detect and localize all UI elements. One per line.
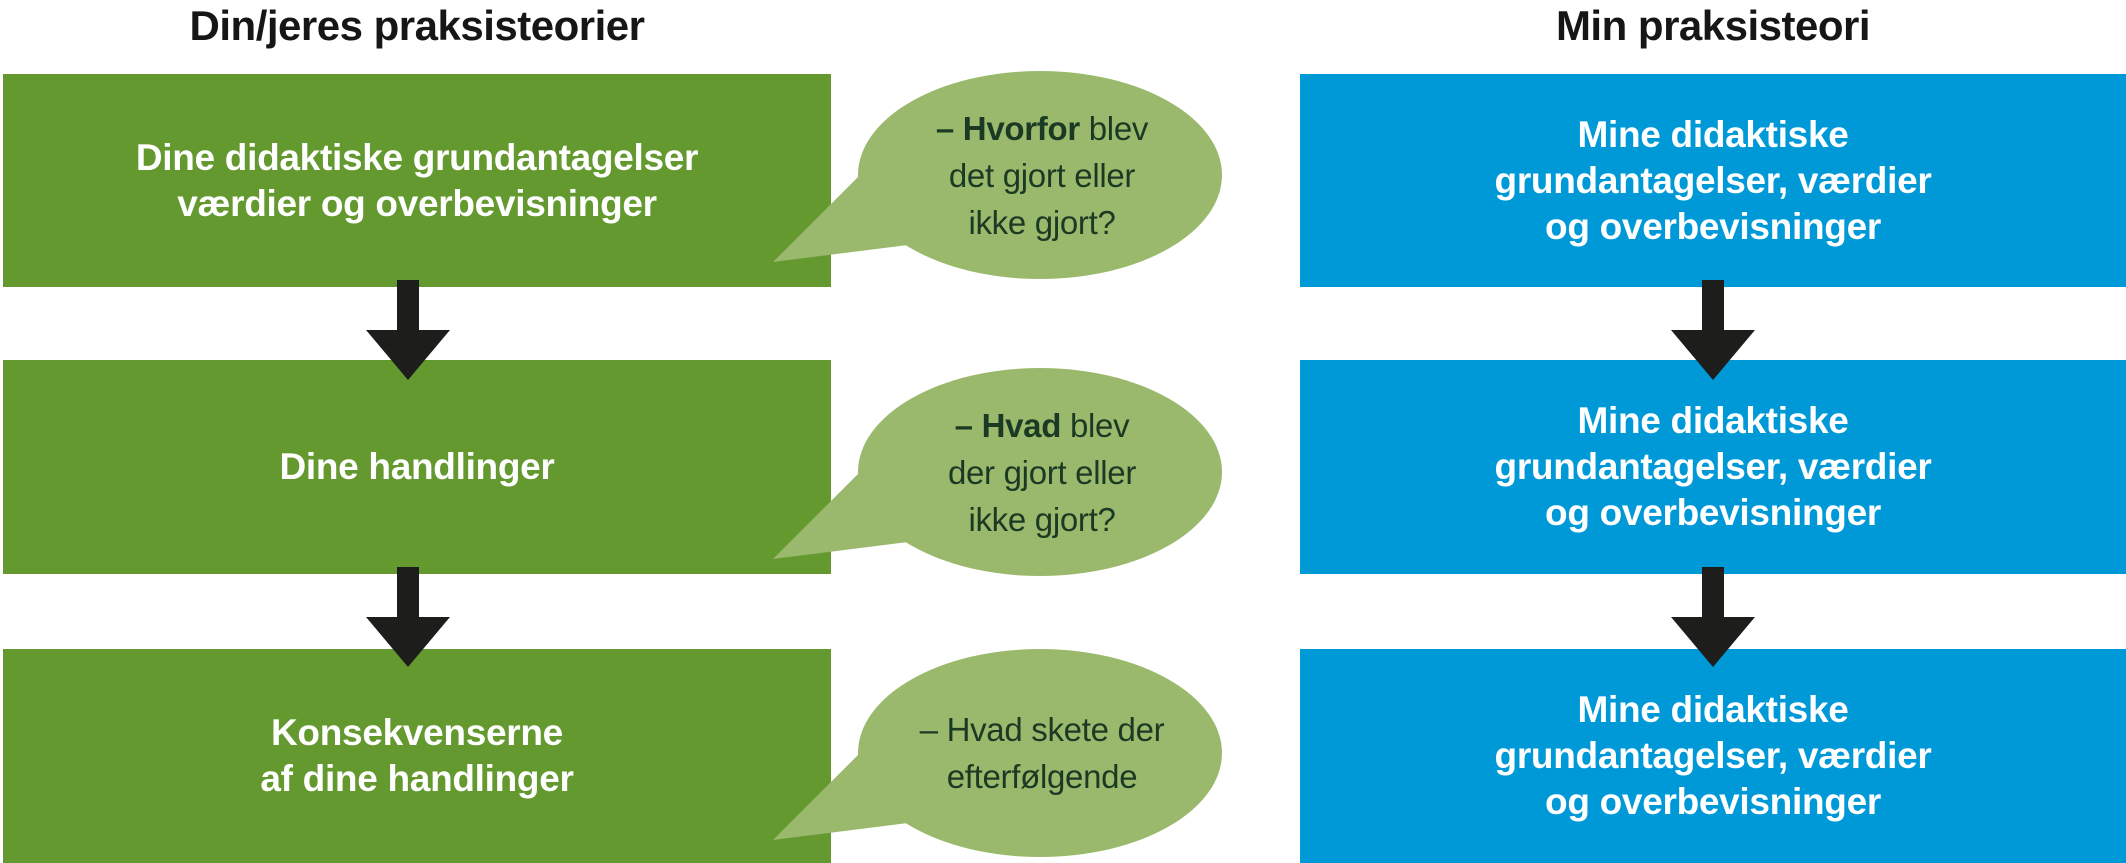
blue-box-1: Mine didaktiske grundantagelser, værdier… <box>1300 74 2126 287</box>
box-text-line: grundantagelser, værdier <box>1494 735 1932 776</box>
box-text-line: Mine didaktiske <box>1577 113 1849 155</box>
bubble-text-line: efterfølgende <box>946 758 1138 795</box>
speech-bubble-what <box>773 368 1222 576</box>
box-text-line: af dine handlinger <box>260 758 574 799</box>
blue-box-2: Mine didaktiske grundantagelser, værdier… <box>1300 360 2126 574</box>
bubble-text-line: – Hvad blev <box>954 406 1130 444</box>
box-text-line: Dine handlinger <box>279 446 555 487</box>
bubble-text-line: ikke gjort? <box>968 203 1116 241</box>
bubble-text-line: det gjort eller <box>948 156 1136 194</box>
left-column-title: Din/jeres praksisteorier <box>189 2 645 49</box>
speech-bubble-what-text: – Hvad blev der gjort eller ikke gjort? <box>872 367 1212 577</box>
arrow-down-icon <box>366 280 450 380</box>
green-box-assumptions: Dine didaktiske grundantagelser værdier … <box>3 74 831 287</box>
box-text-line: Mine didaktiske <box>1577 400 1849 441</box>
arrow-down-icon <box>1671 567 1755 667</box>
box-text-line: og overbevisninger <box>1545 492 1881 533</box>
box-text-line: og overbevisninger <box>1545 781 1881 822</box>
speech-bubble-why-text: – Hvorfor blev det gjort eller ikke gjor… <box>872 70 1212 280</box>
speech-bubble-afterwards <box>773 649 1222 857</box>
box-text-line: og overbevisninger <box>1545 205 1881 247</box>
arrow-down-icon <box>1671 280 1755 380</box>
arrow-down-icon <box>366 567 450 667</box>
bubble-text-line: ikke gjort? <box>968 500 1116 538</box>
box-text-line: Konsekvenserne <box>271 712 563 753</box>
bubble-text-line: – Hvorfor blev <box>935 109 1149 147</box>
speech-bubble-afterwards-text: – Hvad skete der efterfølgende <box>872 648 1212 858</box>
bubble-text-line: – Hvad skete der <box>919 711 1165 748</box>
speech-bubble-why <box>773 71 1222 279</box>
box-text-line: grundantagelser, værdier <box>1494 159 1932 201</box>
box-text-line: grundantagelser, værdier <box>1494 446 1932 487</box>
blue-box-3: Mine didaktiske grundantagelser, værdier… <box>1300 649 2126 863</box>
box-text-line: værdier og overbevisninger <box>177 182 657 224</box>
green-box-consequences: Konsekvenserne af dine handlinger <box>3 649 831 863</box>
bubble-text-line: der gjort eller <box>947 453 1137 491</box>
right-column-title: Min praksisteori <box>1555 2 1871 49</box>
box-text-line: Dine didaktiske grundantagelser <box>135 136 699 178</box>
box-text-line: Mine didaktiske <box>1577 689 1849 730</box>
green-box-actions: Dine handlinger <box>3 360 831 574</box>
